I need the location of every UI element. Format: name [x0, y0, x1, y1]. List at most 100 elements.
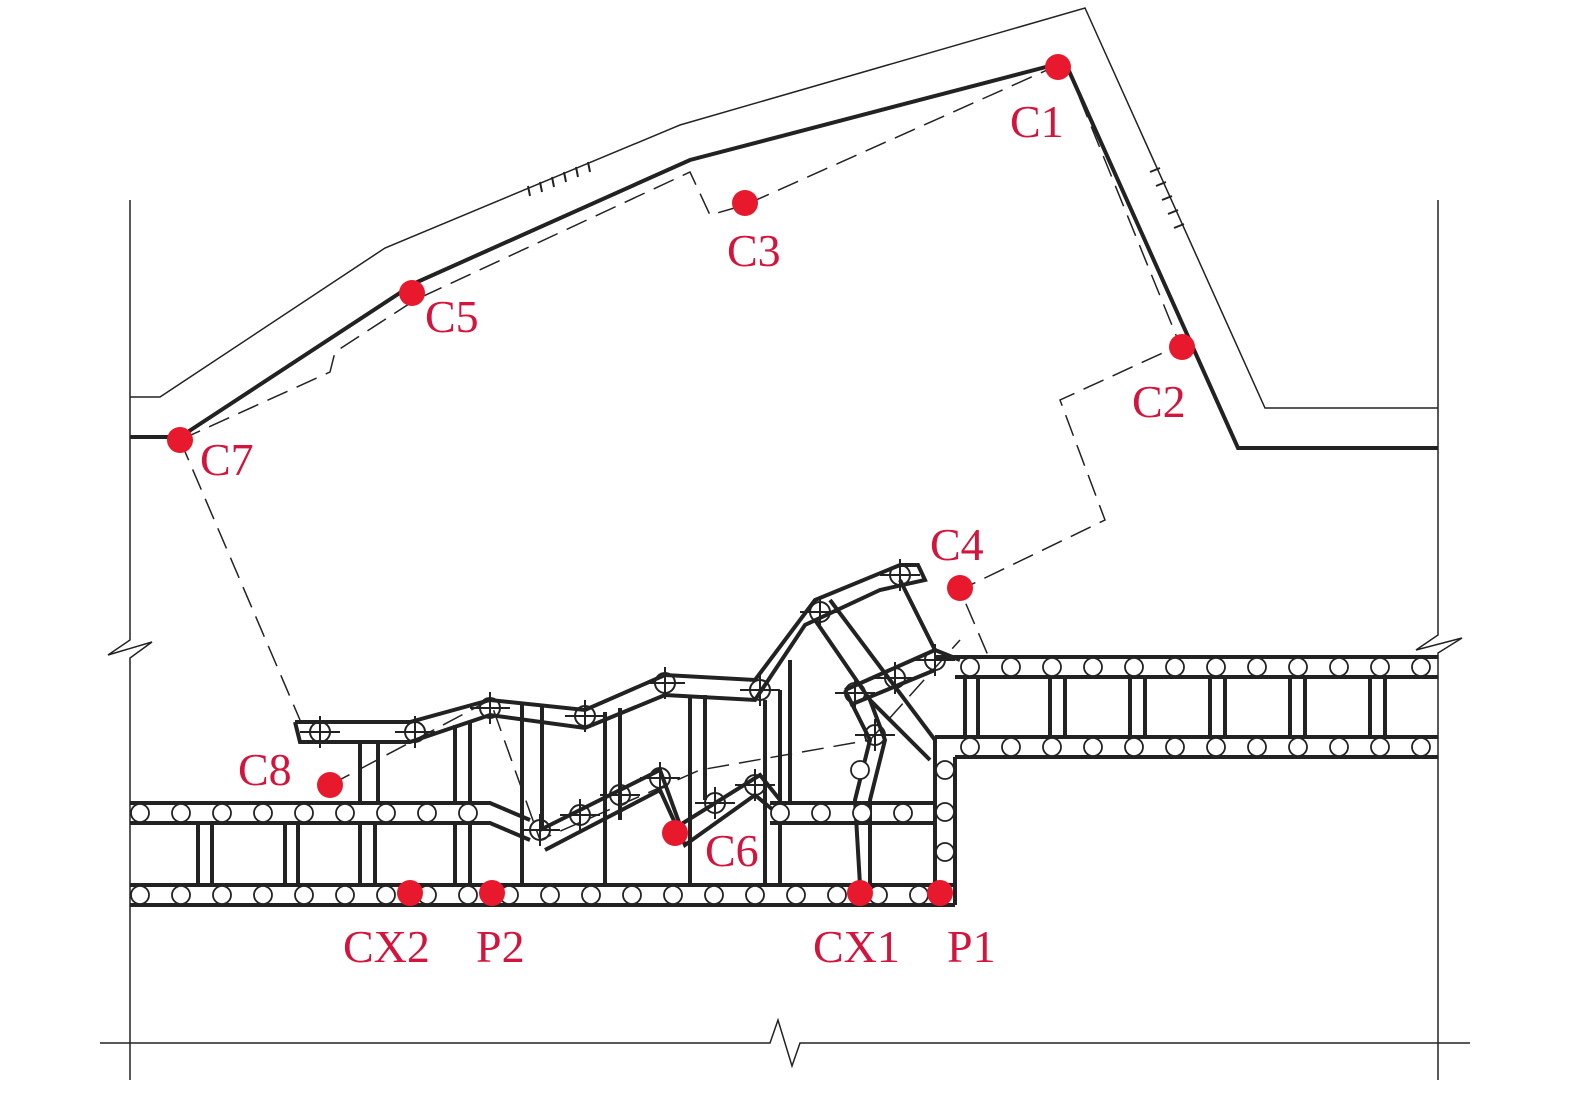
pile-circle: [1288, 657, 1308, 677]
pile-circle: [909, 885, 929, 905]
strut-node-marker: [395, 716, 435, 748]
monitoring-point-p2: P2: [476, 880, 525, 972]
pile-circle: [663, 885, 683, 905]
pile-circle: [294, 803, 314, 823]
strut-node-marker: [915, 644, 955, 676]
pile-circle: [1042, 737, 1062, 757]
monitoring-point-marker: [662, 820, 688, 846]
dimension-line: [100, 1017, 1470, 1069]
strut-node-marker: [835, 677, 875, 709]
pile-circle: [1124, 737, 1144, 757]
pile-circle: [335, 885, 355, 905]
pile-circle: [335, 803, 355, 823]
pile-circle: [960, 657, 980, 677]
strut-node-marker: [645, 667, 685, 699]
pile-circle: [171, 885, 191, 905]
strut-node-marker: [695, 787, 735, 819]
pile-circle: [827, 885, 847, 905]
pile-circle: [171, 803, 191, 823]
pile-circle: [1165, 657, 1185, 677]
pile-circle: [1206, 657, 1226, 677]
pile-circle: [1370, 737, 1390, 757]
monitoring-point-label: C4: [930, 519, 984, 570]
pile-circle: [212, 803, 232, 823]
pile-circle: [1411, 737, 1431, 757]
monitoring-point-marker: [479, 880, 505, 906]
excavation-line: [130, 59, 1438, 450]
monitoring-outline: [179, 60, 1181, 661]
pile-circle: [770, 803, 790, 823]
strut-node-marker: [855, 719, 895, 751]
pile-circle: [893, 803, 913, 823]
strut-node-marker: [470, 692, 510, 724]
monitoring-point-c8: C8: [238, 744, 343, 798]
pile-circle: [1042, 657, 1062, 677]
monitoring-point-c3: C3: [727, 190, 781, 276]
left-boundary-line: [107, 200, 153, 1080]
pile-circle: [540, 885, 560, 905]
support-structure: [130, 563, 1438, 907]
monitoring-point-label: C6: [705, 825, 759, 876]
pile-circle: [622, 885, 642, 905]
pile-circle: [458, 885, 478, 905]
pile-circle: [1329, 737, 1349, 757]
pile-circle: [1165, 737, 1185, 757]
pile-circle: [1206, 737, 1226, 757]
pile-circle: [1083, 737, 1103, 757]
monitoring-point-label: C2: [1132, 376, 1186, 427]
pile-circle: [850, 760, 870, 780]
pile-circle: [130, 803, 150, 823]
pile-circle: [786, 885, 806, 905]
monitoring-point-c2: C2: [1132, 334, 1195, 427]
monitoring-point-label: C5: [425, 291, 479, 342]
monitoring-point-marker: [399, 280, 425, 306]
monitoring-point-c7: C7: [167, 427, 254, 485]
pile-circle: [1329, 657, 1349, 677]
pile-circle: [376, 803, 396, 823]
slope-hatch: [527, 161, 1185, 229]
monitoring-point-label: CX2: [343, 921, 430, 972]
pile-circle: [1247, 737, 1267, 757]
pile-circle: [253, 885, 273, 905]
monitoring-point-marker: [732, 190, 758, 216]
monitoring-point-p1: P1: [927, 880, 996, 972]
pile-circles: [130, 559, 1431, 905]
strut-node-marker: [565, 700, 605, 732]
monitoring-point-cx2: CX2: [343, 880, 430, 972]
monitoring-point-label: C7: [200, 434, 254, 485]
monitoring-point-label: P2: [476, 921, 525, 972]
vertical-posts: [196, 660, 1387, 885]
monitoring-point-marker: [397, 880, 423, 906]
pile-circle: [935, 842, 955, 862]
monitoring-point-marker: [317, 772, 343, 798]
strut-node-marker: [740, 674, 780, 706]
strut-node-marker: [735, 769, 775, 801]
right-boundary-line: [1415, 200, 1463, 1080]
pile-circle: [1411, 657, 1431, 677]
pile-circle: [852, 803, 872, 823]
pile-circle: [417, 803, 437, 823]
monitoring-point-c5: C5: [399, 280, 479, 342]
strut-node-marker: [560, 799, 600, 831]
monitoring-point-label: C8: [238, 744, 292, 795]
pile-circle: [745, 885, 765, 905]
pile-circle: [581, 885, 601, 905]
strut-node-marker: [300, 716, 340, 748]
pile-circle: [704, 885, 724, 905]
strut-node-marker: [800, 596, 840, 628]
pile-circle: [935, 760, 955, 780]
pile-circle: [960, 737, 980, 757]
pile-circle: [1001, 657, 1021, 677]
monitoring-point-label: CX1: [813, 921, 900, 972]
monitoring-point-marker: [947, 575, 973, 601]
monitoring-point-label: P1: [947, 921, 996, 972]
pile-circle: [1288, 737, 1308, 757]
monitoring-point-marker: [847, 880, 873, 906]
strut-node-marker: [880, 559, 920, 591]
monitoring-point-label: C1: [1010, 96, 1064, 147]
pile-circle: [376, 885, 396, 905]
pile-circle: [811, 803, 831, 823]
pile-circle: [935, 802, 955, 822]
monitoring-point-marker: [1045, 54, 1071, 80]
